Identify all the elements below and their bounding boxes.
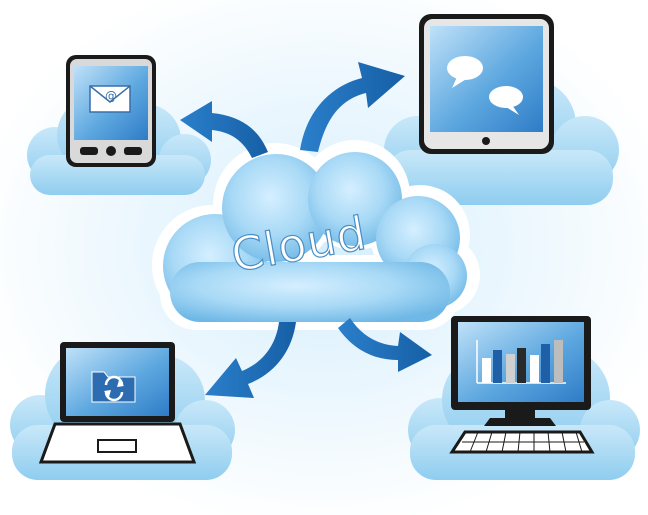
laptop (38, 342, 197, 464)
arrow-to-monitor (338, 318, 432, 372)
email-icon: @ (89, 85, 131, 113)
smartphone: @ (66, 55, 156, 167)
keyboard (449, 430, 595, 454)
central-cloud: Cloud (152, 140, 480, 330)
chat-bubbles-icon (447, 56, 523, 115)
desktop-monitor (449, 316, 595, 454)
bar-chart-icon (476, 340, 566, 384)
email-at-symbol: @ (105, 89, 117, 103)
sync-folder-icon (91, 371, 136, 403)
tablet-screen (430, 26, 543, 132)
tablet (419, 14, 554, 154)
arrow-to-smartphone (180, 101, 268, 158)
arrow-to-laptop (205, 322, 296, 398)
arrow-to-tablet (300, 62, 405, 152)
